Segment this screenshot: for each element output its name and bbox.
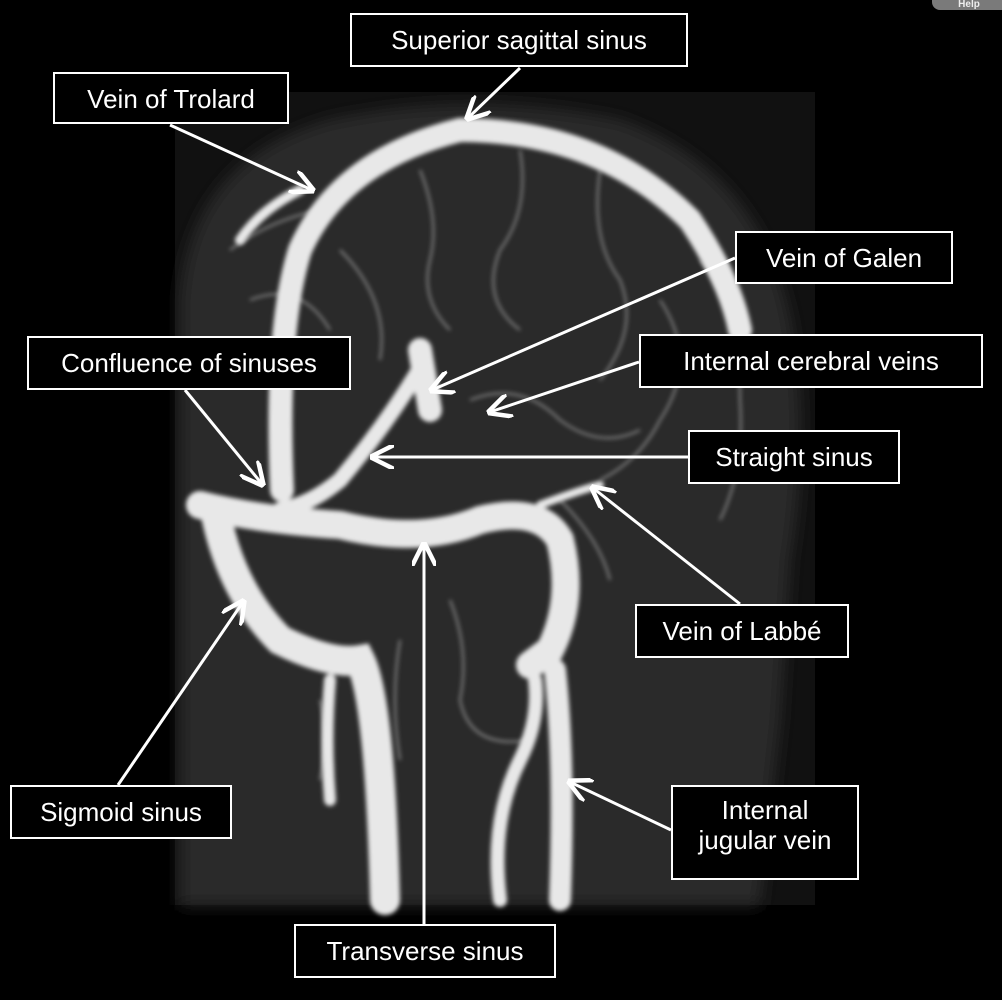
superior-sagittal-sinus-vessel — [268, 117, 752, 502]
straight-sinus-vessel — [272, 352, 433, 518]
label-internal-jugular-line2: jugular vein — [698, 825, 832, 855]
label-superior-sagittal-sinus: Superior sagittal sinus — [350, 13, 688, 67]
label-vein-of-trolard: Vein of Trolard — [53, 72, 289, 124]
label-transverse-sinus: Transverse sinus — [294, 924, 556, 978]
label-straight-sinus: Straight sinus — [688, 430, 900, 484]
label-confluence-of-sinuses: Confluence of sinuses — [27, 336, 351, 390]
label-internal-cerebral-veins: Internal cerebral veins — [639, 334, 983, 388]
major-sinuses — [186, 117, 752, 915]
help-button[interactable]: Help — [932, 0, 1002, 10]
label-vein-of-labbe: Vein of Labbé — [635, 604, 849, 658]
transverse-sinus-vessel — [186, 491, 580, 679]
label-internal-jugular-line1: Internal — [721, 795, 809, 825]
label-sigmoid-sinus: Sigmoid sinus — [10, 785, 232, 839]
galen-vessel — [408, 338, 442, 422]
sigmoid-sinus-vessel — [200, 495, 400, 915]
label-vein-of-galen: Vein of Galen — [735, 231, 953, 284]
label-internal-jugular-vein: Internal jugular vein — [671, 785, 859, 880]
internal-jugular-vessel — [544, 659, 573, 911]
